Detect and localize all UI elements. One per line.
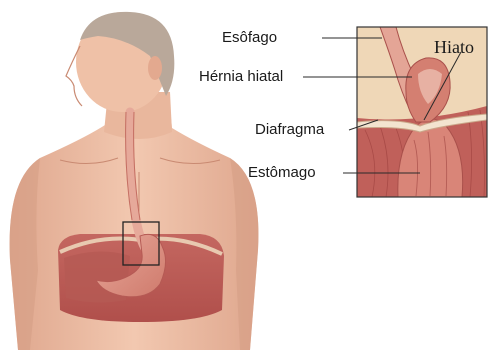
label-esofago: Esôfago (222, 30, 277, 45)
label-diafragma: Diafragma (255, 122, 324, 137)
label-hernia-hiatal: Hérnia hiatal (199, 69, 283, 84)
label-estomago: Estômago (248, 165, 316, 180)
label-hiato: Hiato (434, 38, 474, 56)
ear (148, 56, 162, 80)
